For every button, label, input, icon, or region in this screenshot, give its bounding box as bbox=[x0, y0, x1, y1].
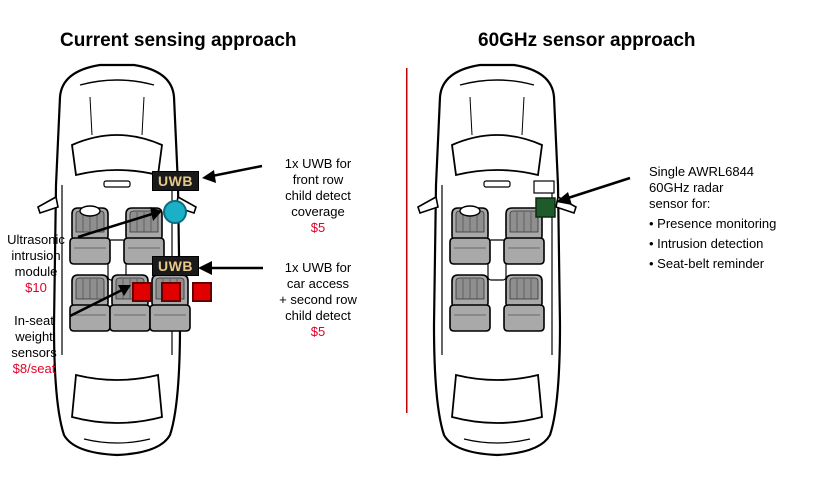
cost-label: $5 bbox=[310, 324, 326, 339]
right-car-icon bbox=[416, 63, 578, 457]
callout-arrow-right bbox=[556, 176, 631, 205]
callout-line: weight bbox=[15, 329, 53, 344]
callout-line: Ultrasonic bbox=[7, 232, 65, 247]
callout-line: sensors bbox=[11, 345, 57, 360]
feature-item: • Seat-belt reminder bbox=[649, 256, 765, 271]
left-title: Current sensing approach bbox=[60, 30, 297, 51]
feature-item: • Intrusion detection bbox=[649, 236, 764, 251]
ultrasonic-module-marker bbox=[163, 200, 187, 224]
seat-icon bbox=[449, 274, 491, 332]
callout-line: + second row bbox=[279, 292, 357, 307]
cost-label: $10 bbox=[25, 280, 47, 295]
weight-sensor-marker bbox=[192, 282, 212, 302]
callout-arrows-left bbox=[69, 164, 263, 318]
cost-label: $5 bbox=[310, 220, 326, 235]
callout-line: 60GHz radar bbox=[649, 180, 724, 195]
callout-line: front row bbox=[292, 172, 344, 187]
callout-line: Single AWRL6844 bbox=[649, 164, 755, 179]
callout-line: In-seat bbox=[14, 313, 54, 328]
radar-sensor-marker bbox=[535, 197, 556, 218]
weight-sensor-marker bbox=[161, 282, 181, 302]
callout-line: 1x UWB for bbox=[284, 260, 352, 275]
callout-line: 1x UWB for bbox=[284, 156, 352, 171]
ultrasonic-callout: Ultrasonic intrusion module $10 bbox=[0, 232, 72, 296]
callout-line: coverage bbox=[291, 204, 345, 219]
callout-line: child detect bbox=[285, 188, 351, 203]
seat-icon bbox=[503, 274, 545, 332]
uwb-rear-callout: 1x UWB for car access + second row child… bbox=[266, 260, 370, 340]
feature-item: • Presence monitoring bbox=[649, 216, 777, 231]
uwb-front-callout: 1x UWB for front row child detect covera… bbox=[268, 156, 368, 236]
uwb-front-badge: UWB bbox=[152, 171, 199, 191]
callout-line: intrusion bbox=[11, 248, 61, 263]
divider bbox=[406, 68, 408, 413]
right-title: 60GHz sensor approach bbox=[478, 30, 696, 51]
uwb-rear-badge: UWB bbox=[152, 256, 199, 276]
seat-icon bbox=[69, 274, 111, 332]
callout-line: child detect bbox=[285, 308, 351, 323]
callout-line: sensor for: bbox=[649, 196, 711, 211]
weight-sensor-marker bbox=[132, 282, 152, 302]
callout-line: car access bbox=[286, 276, 350, 291]
callout-line: module bbox=[14, 264, 58, 279]
weight-sensors-callout: In-seat weight sensors $8/seat bbox=[2, 313, 66, 377]
radar-sensor-callout: Single AWRL6844 60GHz radar sensor for: … bbox=[649, 164, 776, 272]
cost-label: $8/seat bbox=[12, 361, 56, 376]
left-car-icon bbox=[36, 63, 198, 457]
